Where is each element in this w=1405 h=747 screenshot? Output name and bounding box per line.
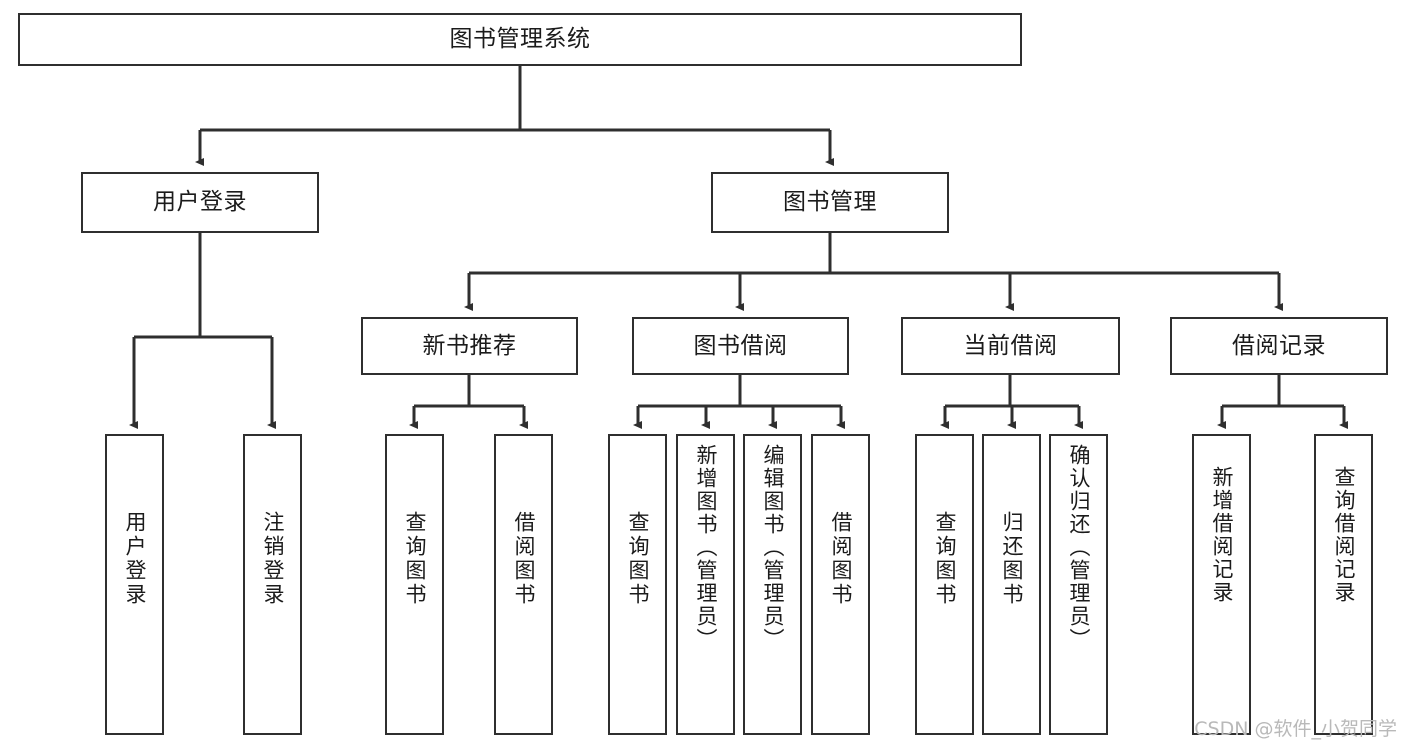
node-new-book-recommend[interactable]: 新书推荐 — [361, 317, 578, 375]
node-borrow-record-label: 借阅记录 — [1232, 332, 1326, 359]
leaf-current-borrow-return[interactable]: 归还图书 — [982, 434, 1041, 735]
leaf-current-borrow-query[interactable]: 查询图书 — [915, 434, 974, 735]
node-user-login[interactable]: 用户登录 — [81, 172, 319, 233]
leaf-book-borrow-edit[interactable]: 编辑图书（管理员） — [743, 434, 802, 735]
node-book-management-label: 图书管理 — [783, 189, 877, 216]
leaf-book-borrow-borrow-label: 借阅图书 — [829, 511, 853, 607]
leaf-book-borrow-borrow[interactable]: 借阅图书 — [811, 434, 870, 735]
leaf-book-borrow-add-label: 新增图书（管理员） — [694, 444, 718, 651]
leaf-current-borrow-confirm-return-label: 确认归还（管理员） — [1067, 444, 1091, 651]
leaf-user-login-logout-label: 注销登录 — [261, 511, 285, 607]
node-root-system[interactable]: 图书管理系统 — [18, 13, 1022, 66]
leaf-book-borrow-query-label: 查询图书 — [626, 511, 650, 607]
leaf-borrow-record-add-label: 新增借阅记录 — [1210, 466, 1234, 604]
leaf-new-book-borrow-label: 借阅图书 — [512, 511, 536, 607]
node-borrow-record[interactable]: 借阅记录 — [1170, 317, 1388, 375]
leaf-user-login-logout[interactable]: 注销登录 — [243, 434, 302, 735]
leaf-current-borrow-return-label: 归还图书 — [1000, 511, 1024, 607]
leaf-new-book-borrow[interactable]: 借阅图书 — [494, 434, 553, 735]
leaf-borrow-record-query[interactable]: 查询借阅记录 — [1314, 434, 1373, 735]
node-book-management[interactable]: 图书管理 — [711, 172, 949, 233]
leaf-current-borrow-query-label: 查询图书 — [933, 511, 957, 607]
node-current-borrow-label: 当前借阅 — [963, 332, 1058, 359]
node-current-borrow[interactable]: 当前借阅 — [901, 317, 1120, 375]
leaf-book-borrow-edit-label: 编辑图书（管理员） — [761, 444, 785, 651]
leaf-book-borrow-add[interactable]: 新增图书（管理员） — [676, 434, 735, 735]
leaf-user-login-login[interactable]: 用户登录 — [105, 434, 164, 735]
node-new-book-recommend-label: 新书推荐 — [422, 332, 517, 359]
leaf-new-book-query-label: 查询图书 — [403, 511, 427, 607]
leaf-borrow-record-add[interactable]: 新增借阅记录 — [1192, 434, 1251, 735]
leaf-book-borrow-query[interactable]: 查询图书 — [608, 434, 667, 735]
node-root-system-label: 图书管理系统 — [449, 26, 591, 53]
node-user-login-label: 用户登录 — [153, 189, 247, 216]
node-book-borrow[interactable]: 图书借阅 — [632, 317, 849, 375]
leaf-current-borrow-confirm-return[interactable]: 确认归还（管理员） — [1049, 434, 1108, 735]
watermark-text: CSDN @软件_小贺同学 — [1194, 718, 1397, 740]
node-book-borrow-label: 图书借阅 — [693, 332, 788, 359]
leaf-borrow-record-query-label: 查询借阅记录 — [1332, 466, 1356, 604]
leaf-user-login-login-label: 用户登录 — [123, 511, 147, 607]
leaf-new-book-query[interactable]: 查询图书 — [385, 434, 444, 735]
